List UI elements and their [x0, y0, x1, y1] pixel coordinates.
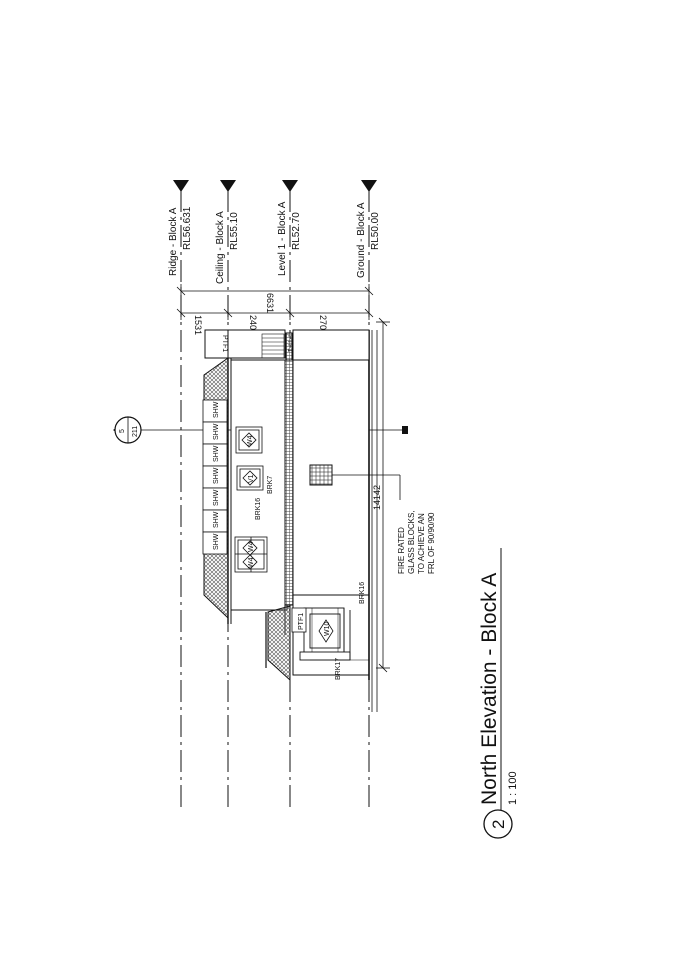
shw-label-4: SHW: [213, 467, 220, 484]
ceiling-level-rl: RL55.10: [229, 212, 240, 250]
ground-level-rl: RL50.00: [370, 212, 381, 250]
shw-label-3: SHW: [213, 445, 220, 462]
level-markers: [173, 180, 377, 192]
stair-balustrade: [261, 333, 285, 359]
level1-level-marker: [282, 180, 298, 192]
ptf-level-label: PTF1: [286, 335, 293, 352]
porch-w10: [299, 607, 351, 661]
glass-block-note: FIRE RATED GLASS BLOCKS, TO ACHIEVE AN F…: [397, 510, 436, 574]
window-marks: [241, 432, 334, 643]
shw-label-2: SHW: [213, 423, 220, 440]
ceiling-level-marker: [220, 180, 236, 192]
drawing-title: 2 North Elevation - Block A 1 : 100: [478, 548, 519, 839]
building-elevation: [202, 329, 378, 712]
ceiling-level-name: Ceiling - Block A: [215, 211, 226, 284]
ptf-ground-label: PTF1: [298, 613, 305, 630]
length-dimension: [376, 317, 390, 673]
glass-blocks: [309, 464, 333, 486]
level-labels: Ridge - Block A RL56.631 Ceiling - Block…: [168, 201, 381, 284]
dim-upper-height: 2400: [248, 315, 258, 335]
ridge-level-name: Ridge - Block A: [168, 207, 179, 276]
building-labels: SHW SHW SHW SHW SHW SHW SHW PTF1 PTF1 BR…: [213, 335, 366, 680]
brk7-label: BRK7: [267, 476, 274, 494]
title-scale: 1 : 100: [507, 771, 519, 805]
brk16-upper-label: BRK16: [255, 498, 262, 520]
dim-total-height: 6631: [265, 293, 275, 313]
note-line-4: FRL OF 90/90/90: [427, 512, 436, 574]
title-text: North Elevation - Block A: [478, 573, 501, 805]
dim-length: 14142: [372, 485, 382, 510]
title-number: 2: [489, 820, 508, 829]
shw-label-7: SHW: [213, 533, 220, 550]
ground-level-name: Ground - Block A: [356, 202, 367, 278]
shw-row: [202, 399, 228, 555]
note-line-1: FIRE RATED: [397, 527, 406, 574]
level1-level-rl: RL52.70: [291, 212, 302, 250]
note-line-3: TO ACHIEVE AN: [417, 513, 426, 574]
v1-label: V1: [248, 474, 255, 483]
shw-label-6: SHW: [213, 511, 220, 528]
brk17-label: BRK17: [335, 658, 342, 680]
w4-pair-label-a: W4: [248, 557, 255, 568]
w10-label: W10: [324, 622, 331, 637]
floor-band: [284, 359, 294, 606]
w4-right-label: W4: [247, 435, 254, 446]
note-line-2: GLASS BLOCKS,: [407, 510, 416, 574]
shw-label-1: SHW: [213, 401, 220, 418]
dim-roof-height: 1531: [193, 315, 203, 335]
brk16-lower-label: BRK16: [359, 582, 366, 604]
section-marker-number: 5: [119, 429, 126, 433]
title-number-circle: [483, 809, 513, 839]
ridge-level-marker: [173, 180, 189, 192]
shw-label-5: SHW: [213, 489, 220, 506]
w4-pair-label-b: W4: [248, 541, 255, 552]
ptf-top-label: PTF1: [221, 335, 228, 352]
ridge-level-rl: RL56.631: [182, 206, 193, 250]
level1-level-name: Level 1 - Block A: [277, 201, 288, 276]
section-marker-sheet: 211: [132, 426, 139, 437]
glass-block-leader: [332, 474, 401, 500]
ground-level-marker: [361, 180, 377, 192]
height-dimensions: [176, 284, 374, 320]
dim-lower-height: 2700: [318, 315, 328, 335]
